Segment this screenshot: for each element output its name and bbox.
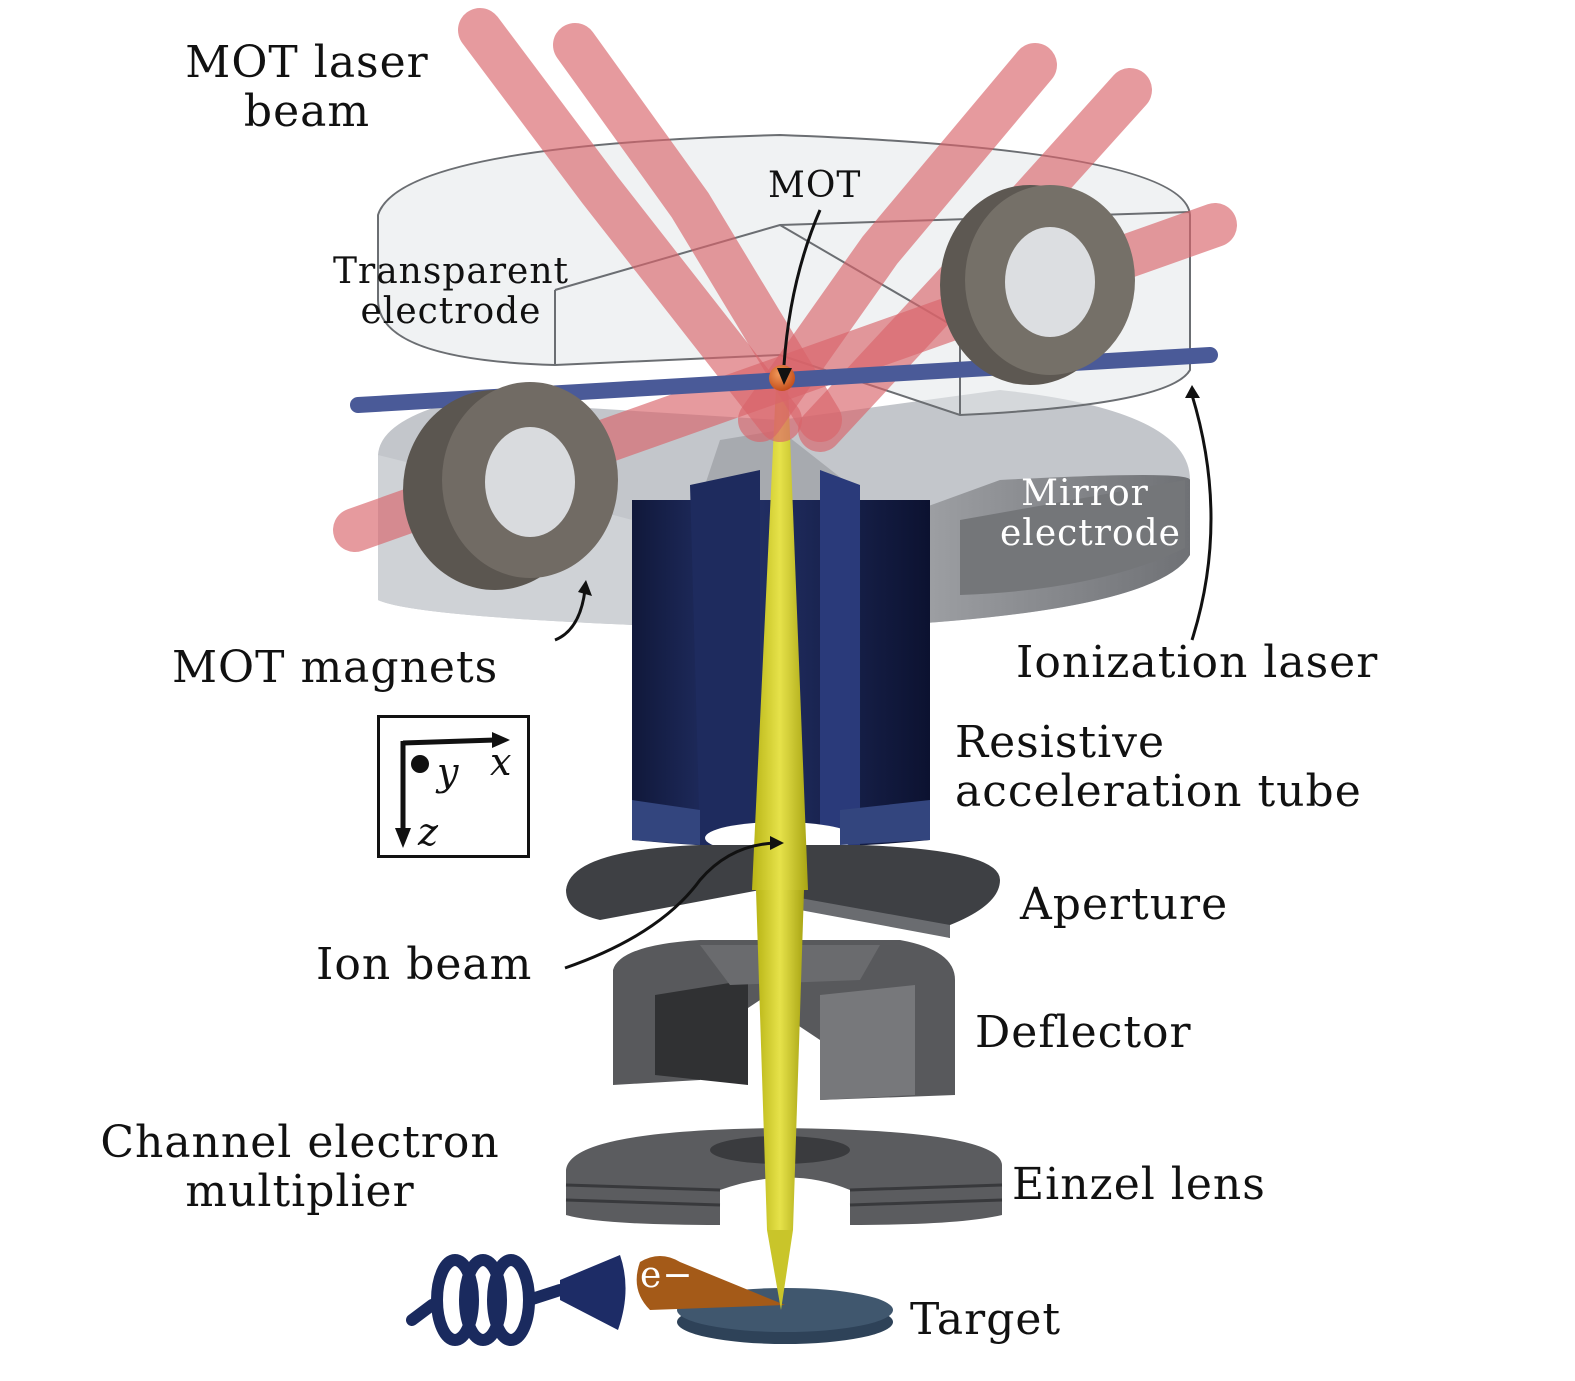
label-mot-laser-beam-line2: beam bbox=[243, 86, 371, 138]
ion-beam bbox=[752, 385, 808, 1310]
label-ion-beam: Ion beam bbox=[316, 939, 533, 990]
label-mot-magnets: MOT magnets bbox=[172, 642, 499, 693]
ion-beam-arrow bbox=[564, 841, 776, 970]
label-channel-electron-multiplier-line2: multiplier bbox=[185, 1166, 415, 1218]
leader-lines bbox=[554, 209, 1213, 970]
label-transparent-electrode: Transparent electrode bbox=[325, 251, 577, 333]
ionization-laser-arrow-head bbox=[1185, 385, 1200, 398]
channel-electron-multiplier bbox=[406, 1254, 566, 1346]
label-transparent-electrode-line1: Transparent bbox=[332, 251, 570, 292]
axis-label-y: y bbox=[437, 750, 459, 794]
label-aperture: Aperture bbox=[1020, 879, 1229, 930]
mot-magnets-arrow bbox=[554, 589, 587, 642]
label-ionization-laser: Ionization laser bbox=[1016, 637, 1379, 688]
axis-frame bbox=[377, 715, 530, 858]
electron-cone bbox=[636, 1256, 785, 1310]
axis-label-z: z bbox=[418, 810, 439, 854]
label-einzel-lens: Einzel lens bbox=[1012, 1159, 1266, 1210]
y-axis-dot bbox=[411, 755, 429, 773]
mot-magnet-right bbox=[940, 185, 1135, 385]
label-transparent-electrode-line2: electrode bbox=[360, 291, 542, 333]
mot-arrow bbox=[782, 209, 822, 366]
label-mirror-electrode: Mirror electrode bbox=[1000, 473, 1181, 555]
mot-magnet-left bbox=[403, 382, 618, 590]
label-mot: MOT bbox=[768, 165, 862, 206]
deflector bbox=[613, 940, 955, 1100]
label-deflector: Deflector bbox=[975, 1007, 1192, 1058]
label-resistive-acceleration-tube-line1: Resistive bbox=[955, 717, 1166, 768]
label-mot-laser-beam-line1: MOT laser bbox=[185, 37, 429, 88]
axis-label-x: x bbox=[490, 740, 512, 784]
mot-magnets-arrow-head bbox=[578, 580, 592, 596]
label-electron: e− bbox=[640, 1255, 694, 1296]
x-axis-arrowhead bbox=[492, 732, 510, 748]
label-resistive-acceleration-tube: Resistive acceleration tube bbox=[955, 718, 1362, 817]
label-channel-electron-multiplier-line1: Channel electron bbox=[100, 1117, 500, 1168]
label-channel-electron-multiplier: Channel electron multiplier bbox=[95, 1118, 505, 1217]
label-mirror-electrode-line2: electrode bbox=[1000, 513, 1181, 555]
multiplier-cone bbox=[560, 1255, 626, 1330]
mot-arrow-head bbox=[777, 368, 792, 385]
axis-triad bbox=[395, 732, 510, 848]
label-mot-laser-beam: MOT laser beam bbox=[172, 38, 442, 137]
label-resistive-acceleration-tube-line2: acceleration tube bbox=[955, 766, 1362, 818]
label-mirror-electrode-line1: Mirror bbox=[1021, 473, 1149, 514]
ionization-laser-arrow bbox=[1190, 394, 1213, 641]
label-target: Target bbox=[910, 1294, 1062, 1345]
z-axis-arrowhead bbox=[395, 828, 411, 848]
ion-beam-arrow-head bbox=[770, 836, 784, 850]
